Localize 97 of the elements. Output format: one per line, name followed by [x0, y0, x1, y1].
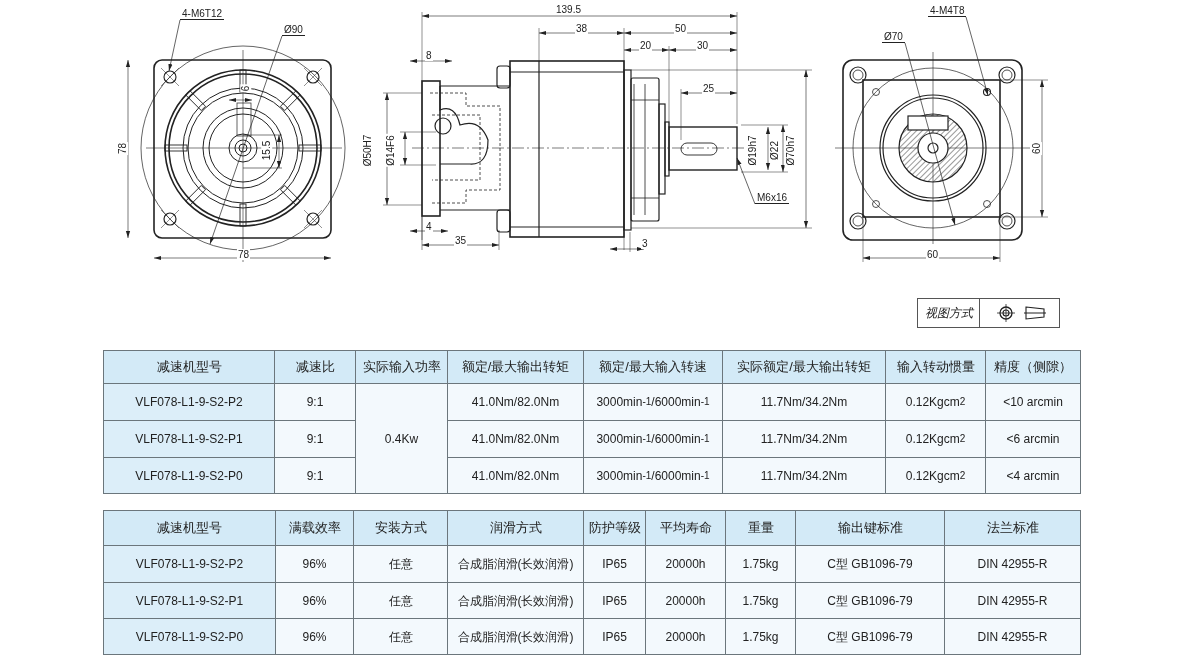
- data-cell: 9:1: [274, 383, 356, 421]
- mounting-hole: [163, 70, 177, 84]
- model-cell: VLF078-L1-9-S2-P1: [103, 582, 276, 619]
- tapped-hole: [982, 87, 992, 97]
- data-cell: 合成脂润滑(长效润滑): [447, 545, 584, 583]
- header-cell: 重量: [725, 510, 796, 546]
- header-cell: 额定/最大输出转矩: [447, 350, 584, 384]
- callout-text: Ø90: [282, 24, 305, 36]
- data-cell: 11.7Nm/34.2Nm: [722, 420, 886, 458]
- data-cell: 合成脂润滑(长效润滑): [447, 582, 584, 619]
- dimension-text: 20: [639, 40, 653, 51]
- header-cell: 平均寿命: [645, 510, 726, 546]
- data-cell: 3000min$^{-1}$/6000min$^{-1}$: [583, 420, 723, 458]
- dimension-text: 25: [702, 83, 716, 94]
- dimension-text: 139.5: [555, 4, 583, 15]
- header-cell: 安装方式: [353, 510, 448, 546]
- data-cell: 任意: [353, 582, 448, 619]
- data-cell: IP65: [583, 582, 646, 619]
- dimension-text: 3: [641, 238, 649, 249]
- callout-text: 4-M6T12: [180, 8, 224, 20]
- header-cell: 防护等级: [583, 510, 646, 546]
- dimension-text: 78: [116, 141, 128, 155]
- header-cell: 输入转动惯量: [885, 350, 986, 384]
- data-cell: 1.75kg: [725, 582, 796, 619]
- header-cell: 输出键标准: [795, 510, 945, 546]
- data-cell: 11.7Nm/34.2Nm: [722, 457, 886, 494]
- data-cell: 96%: [275, 545, 354, 583]
- data-cell: IP65: [583, 618, 646, 655]
- data-cell: 0.12Kgcm$^{2}$: [885, 457, 986, 494]
- model-cell: VLF078-L1-9-S2-P2: [103, 545, 276, 583]
- data-cell: 0.12Kgcm$^{2}$: [885, 383, 986, 421]
- data-cell: 41.0Nm/82.0Nm: [447, 383, 584, 421]
- data-cell: 3000min$^{-1}$/6000min$^{-1}$: [583, 457, 723, 494]
- header-cell: 润滑方式: [447, 510, 584, 546]
- flange-circle: [852, 67, 1014, 229]
- data-cell: 3000min$^{-1}$/6000min$^{-1}$: [583, 383, 723, 421]
- dimension-text: 78: [237, 249, 251, 260]
- data-cell: 1.75kg: [725, 618, 796, 655]
- dimension-text: Ø22: [768, 139, 780, 161]
- data-cell: C型 GB1096-79: [795, 545, 945, 583]
- data-cell: DIN 42955-R: [944, 545, 1081, 583]
- callout-text: M6x16: [755, 192, 789, 204]
- data-cell: 41.0Nm/82.0Nm: [447, 420, 584, 458]
- data-cell: <6 arcmin: [985, 420, 1081, 458]
- dimension-text: 30: [696, 40, 710, 51]
- dimension-text: 60: [1030, 141, 1042, 155]
- data-cell: 20000h: [645, 582, 726, 619]
- dimension-text: Ø14F6: [384, 133, 396, 167]
- dimension-text: 4: [425, 221, 433, 232]
- header-cell: 实际额定/最大输出转矩: [722, 350, 886, 384]
- model-cell: VLF078-L1-9-S2-P0: [103, 618, 276, 655]
- data-cell: 0.4Kw: [355, 383, 448, 494]
- data-cell: 11.7Nm/34.2Nm: [722, 383, 886, 421]
- callout-text: 4-M4T8: [928, 5, 967, 17]
- data-cell: 20000h: [645, 545, 726, 583]
- data-cell: <4 arcmin: [985, 457, 1081, 494]
- header-cell: 减速比: [274, 350, 356, 384]
- data-cell: DIN 42955-R: [944, 582, 1081, 619]
- data-cell: <10 arcmin: [985, 383, 1081, 421]
- header-cell: 实际输入功率: [355, 350, 448, 384]
- data-cell: 0.12Kgcm$^{2}$: [885, 420, 986, 458]
- data-cell: 9:1: [274, 457, 356, 494]
- data-cell: 任意: [353, 545, 448, 583]
- dimension-text: Ø50H7: [362, 133, 374, 167]
- dimension-text: 8: [425, 50, 433, 61]
- dimension-text: 15.5: [260, 139, 272, 161]
- header-cell: 减速机型号: [103, 510, 276, 546]
- model-cell: VLF078-L1-9-S2-P2: [103, 383, 275, 421]
- data-cell: IP65: [583, 545, 646, 583]
- dimension-text: Ø70h7: [784, 134, 796, 166]
- header-cell: 精度（侧隙）: [985, 350, 1081, 384]
- data-cell: 96%: [275, 582, 354, 619]
- dimension-text: 60: [926, 249, 940, 260]
- view-mode-label: 视图方式: [918, 299, 980, 327]
- model-cell: VLF078-L1-9-S2-P0: [103, 457, 275, 494]
- data-cell: 9:1: [274, 420, 356, 458]
- data-cell: 41.0Nm/82.0Nm: [447, 457, 584, 494]
- callout-text: Ø70: [882, 31, 905, 43]
- data-cell: C型 GB1096-79: [795, 582, 945, 619]
- dimension-text: 50: [674, 23, 688, 34]
- dimension-text: 38: [575, 23, 589, 34]
- header-cell: 额定/最大输入转速: [583, 350, 723, 384]
- data-cell: DIN 42955-R: [944, 618, 1081, 655]
- dimension-text: 35: [454, 235, 468, 246]
- data-cell: 任意: [353, 618, 448, 655]
- dimension-text: 6: [240, 84, 252, 92]
- data-cell: 96%: [275, 618, 354, 655]
- header-cell: 满载效率: [275, 510, 354, 546]
- header-cell: 法兰标准: [944, 510, 1081, 546]
- header-cell: 减速机型号: [103, 350, 275, 384]
- data-cell: C型 GB1096-79: [795, 618, 945, 655]
- dimension-text: Ø19h7: [746, 134, 758, 166]
- data-cell: 合成脂润滑(长效润滑): [447, 618, 584, 655]
- data-cell: 1.75kg: [725, 545, 796, 583]
- output-shaft: [668, 126, 738, 171]
- model-cell: VLF078-L1-9-S2-P1: [103, 420, 275, 458]
- data-cell: 20000h: [645, 618, 726, 655]
